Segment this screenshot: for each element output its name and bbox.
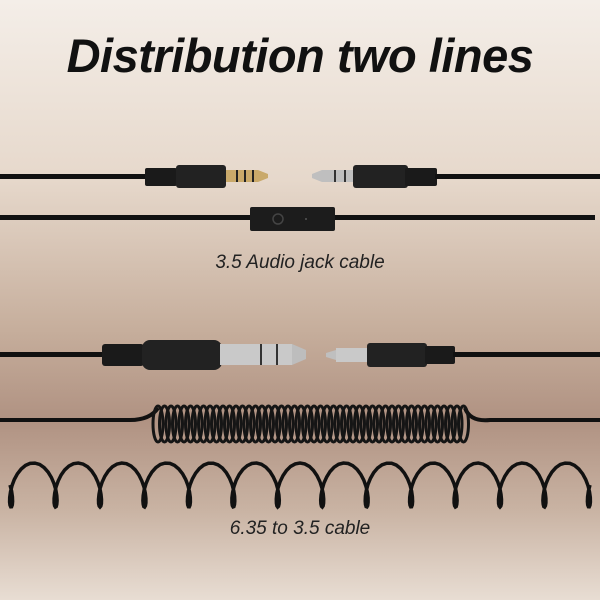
- audio-cable-left: [0, 165, 268, 188]
- coil-loop: [275, 404, 288, 444]
- coil-loop: [151, 404, 165, 444]
- coil-loop: [392, 404, 405, 444]
- coil-loop: [255, 404, 269, 444]
- coil-loop: [229, 404, 243, 444]
- coil-loop: [203, 404, 217, 444]
- coil-loop: [268, 404, 282, 444]
- coil-loop: [372, 404, 386, 444]
- coil-loop: [353, 404, 366, 444]
- coil-loop: [190, 404, 204, 444]
- coil-loop: [288, 404, 301, 444]
- coil-loop: [249, 404, 262, 444]
- coil-loop: [171, 404, 184, 444]
- coil-loop: [223, 404, 236, 444]
- coil-loop: [431, 404, 444, 444]
- coil-loop: [450, 404, 464, 444]
- coil-loop: [197, 404, 210, 444]
- coil-loop: [457, 404, 470, 444]
- coil-loop: [359, 404, 373, 444]
- coil-loop: [301, 404, 314, 444]
- coil-loop: [333, 404, 347, 444]
- coil-loop: [405, 404, 418, 444]
- coil-loop: [385, 404, 399, 444]
- coil-loop: [281, 404, 295, 444]
- mic-remote-cable: [0, 207, 595, 231]
- jack-6-35-cable: [0, 340, 306, 370]
- coil-loop: [158, 404, 171, 444]
- coil-loop: [437, 404, 451, 444]
- page-title: Distribution two lines: [66, 29, 534, 82]
- coil-loop: [327, 404, 340, 444]
- coil-loop: [424, 404, 438, 444]
- coil-loop: [184, 404, 197, 444]
- coil-loop: [262, 404, 275, 444]
- coil-loop: [177, 404, 191, 444]
- coiled-cable-loose: [7, 461, 593, 510]
- coil-loop: [418, 404, 431, 444]
- coil-loop: [314, 404, 327, 444]
- audio-cable-right: [312, 165, 600, 188]
- coil-loop: [411, 404, 425, 444]
- caption-audio-jack-cable: 3.5 Audio jack cable: [215, 252, 385, 273]
- coil-loop: [242, 404, 256, 444]
- coil-loop: [216, 404, 230, 444]
- coil-loop: [346, 404, 360, 444]
- jack-3-5-cable: [326, 343, 600, 367]
- coil-loop: [210, 404, 223, 444]
- coil-loop: [320, 404, 334, 444]
- caption-6-35-to-3-5-cable: 6.35 to 3.5 cable: [229, 518, 371, 539]
- coil-loop: [379, 404, 392, 444]
- coil-loop: [236, 404, 249, 444]
- coil-loop: [444, 404, 457, 444]
- coil-loop: [340, 404, 353, 444]
- coil-loop: [164, 404, 178, 444]
- coil-loop: [366, 404, 379, 444]
- coil-loop: [307, 404, 321, 444]
- coil-loop: [398, 404, 412, 444]
- coil-loop: [294, 404, 308, 444]
- coiled-cable-tight: [0, 404, 600, 444]
